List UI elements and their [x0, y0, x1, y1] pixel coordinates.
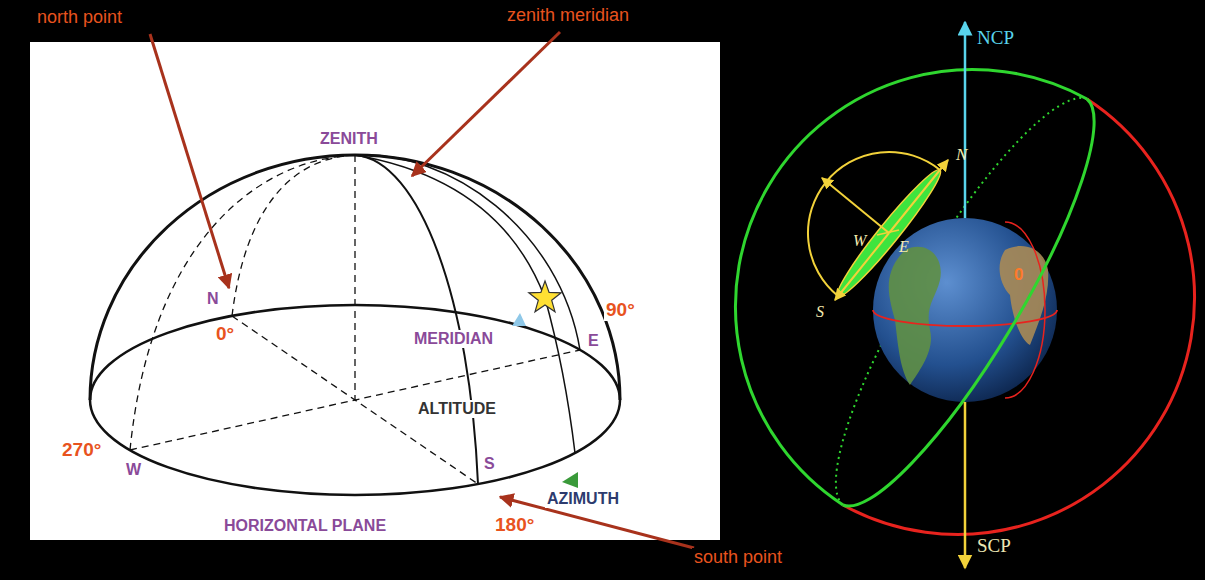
azimuth-degree: 0°	[214, 324, 236, 345]
pole-label: NCP	[975, 28, 1016, 49]
prime-vertical-front	[355, 155, 580, 350]
earth-land	[889, 247, 941, 385]
prime-vertical-back	[130, 155, 355, 450]
south-arrow	[835, 233, 889, 300]
prime-meridian	[1005, 222, 1045, 398]
horizon-ring-front	[843, 99, 1094, 506]
altitude-marker	[512, 313, 526, 326]
callout-label: north point	[35, 8, 124, 28]
scp-axis	[964, 402, 967, 568]
direction-label: E	[586, 332, 601, 350]
observer-meridian	[808, 152, 940, 296]
horizon-ring-back	[836, 98, 1087, 505]
plane-label: HORIZONTAL PLANE	[222, 517, 388, 535]
leader-arrow	[412, 32, 560, 176]
point-label: ZENITH	[318, 130, 380, 148]
east-west-line	[877, 230, 899, 235]
pole-label: SCP	[975, 536, 1013, 557]
dome-outline	[90, 155, 620, 400]
sphere-arc-red	[843, 99, 1195, 535]
earth-globe	[873, 218, 1057, 402]
azimuth-degree: 90°	[604, 300, 637, 321]
ncp-axis	[964, 22, 967, 218]
coordinate-label: AZIMUTH	[545, 490, 621, 508]
callout-label: south point	[692, 548, 784, 568]
altitude-circle	[355, 155, 575, 453]
observer-plane	[830, 164, 947, 302]
direction-label: S	[814, 303, 826, 321]
azimuth-degree: 270°	[60, 440, 103, 461]
celestial-hemisphere	[90, 155, 620, 495]
direction-label: N	[205, 290, 221, 308]
horizon-ellipse	[90, 305, 620, 495]
longitude-label: 0	[1012, 266, 1025, 285]
panel-background	[30, 42, 720, 540]
direction-label: E	[897, 238, 911, 256]
direction-label: W	[124, 461, 143, 479]
direction-label: W	[851, 232, 868, 250]
circle-label: MERIDIAN	[412, 330, 495, 348]
meridian-back	[232, 155, 355, 316]
zenith-arrow	[822, 178, 889, 233]
azimuth-degree: 180°	[493, 515, 536, 536]
earth-land	[1000, 246, 1049, 345]
callout-label: zenith meridian	[505, 6, 631, 26]
east-west-line	[130, 350, 580, 450]
north-arrow	[889, 160, 948, 233]
direction-label: N	[954, 146, 969, 165]
leader-arrow	[150, 34, 229, 288]
star-symbol	[529, 281, 561, 312]
earth-equator	[873, 310, 1057, 326]
coordinate-label: ALTITUDE	[416, 400, 498, 418]
zenith-line	[354, 155, 355, 400]
meridian-front	[355, 155, 478, 484]
azimuth-marker	[562, 472, 578, 488]
direction-label: S	[482, 455, 497, 473]
